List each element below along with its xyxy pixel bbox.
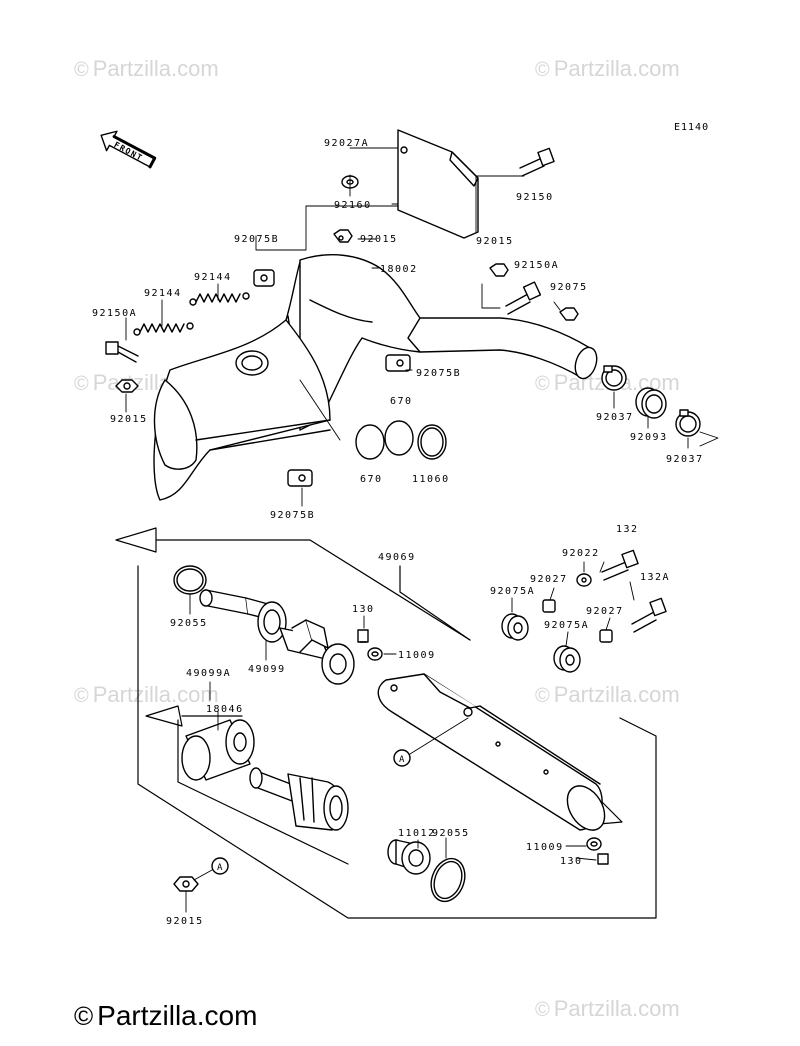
silencer-packing-18046: [181, 719, 255, 781]
clamp-92037-left: [601, 365, 627, 391]
front-arrow-icon: FRONT: [100, 130, 157, 169]
part-label: 92075B: [234, 234, 279, 245]
expansion-chamber: [153, 319, 331, 501]
exhaust-header-pipe: [285, 254, 598, 431]
watermark: ©Partzilla.com: [74, 682, 219, 707]
footer-copyright: ©Partzilla.com: [74, 1000, 258, 1031]
washer-11009-top: [367, 647, 383, 661]
part-label: 92037: [596, 412, 634, 423]
gasket-670-b: [384, 420, 414, 456]
end-cap-11012: [387, 839, 431, 875]
bolt-132a: [631, 597, 667, 633]
nut-92015-left: [115, 379, 139, 393]
bolt-92150a-left: [105, 341, 139, 363]
part-label-49099a: 49099A: [186, 668, 231, 679]
part-label: 92160: [334, 200, 372, 211]
part-label: 132A: [640, 572, 670, 583]
part-label: 670: [360, 474, 383, 485]
joint-92093: [635, 387, 667, 419]
nut-92015-bottom: [173, 876, 199, 892]
collar-92027-b: [599, 629, 613, 643]
inner-pipe-49099a: [249, 767, 349, 831]
part-label: 130: [560, 856, 583, 867]
leader-lines-upper: [125, 147, 719, 507]
part-label: 92075: [550, 282, 588, 293]
svg-text:A: A: [399, 755, 406, 765]
part-label: 11012: [398, 828, 436, 839]
part-label: 92015: [166, 916, 204, 927]
part-label: 670: [390, 396, 413, 407]
nut-92015-right: [489, 263, 509, 277]
nut-92015-top: [333, 229, 353, 243]
part-label: 92037: [666, 454, 704, 465]
part-label: 92075A: [490, 586, 535, 597]
nut-92075: [559, 307, 579, 321]
gasket-11060: [417, 424, 447, 460]
part-label: 130: [352, 604, 375, 615]
collar-92027-a: [542, 599, 556, 613]
o-ring-92055-top: [173, 565, 207, 595]
bolt-92150a-right: [505, 281, 542, 315]
part-label: 92150A: [92, 308, 137, 319]
part-label: 92075B: [416, 368, 461, 379]
bolt-130-top: [357, 629, 369, 643]
o-ring-92055-bottom: [430, 857, 466, 903]
part-label: 92015: [360, 234, 398, 245]
part-label: 92144: [144, 288, 182, 299]
part-label: 92150: [516, 192, 554, 203]
part-label: 92150A: [514, 260, 559, 271]
part-label: 92015: [110, 414, 148, 425]
ref-marker-a-muffler: A: [393, 717, 469, 767]
heat-shield-plate: [397, 129, 479, 239]
part-label: 92027: [586, 606, 624, 617]
part-label: 49099: [248, 664, 286, 675]
part-label: 92055: [170, 618, 208, 629]
washer-11009-bottom: [586, 837, 602, 851]
spring-92144-lower: [133, 322, 194, 336]
rubber-mount-92075a-a: [501, 613, 529, 641]
rubber-mount-92075b-upper: [253, 269, 275, 287]
part-label: 92015: [476, 236, 514, 247]
bolt-130-bottom: [597, 853, 609, 865]
bolt-132: [601, 549, 639, 581]
leader-lines-lower: [185, 561, 635, 913]
part-label: 92144: [194, 272, 232, 283]
spring-92144-upper: [189, 292, 250, 306]
watermark: ©Partzilla.com: [74, 56, 219, 81]
washer-92022: [576, 573, 592, 587]
rubber-mount-92075b-mid: [385, 354, 411, 372]
rubber-mount-92075a-b: [553, 645, 581, 673]
part-label: 11009: [526, 842, 564, 853]
watermark: ©Partzilla.com: [535, 56, 680, 81]
part-labels: 92027A 92160 92150 92075B 92015 18002 92…: [92, 138, 704, 927]
part-label: 92055: [432, 828, 470, 839]
ref-marker-a-nut: A: [193, 857, 229, 881]
inner-pipe-49099: [199, 589, 355, 685]
part-label: 132: [616, 524, 639, 535]
svg-text:A: A: [217, 863, 224, 873]
muffler-body: [377, 673, 606, 831]
part-label: 92027A: [324, 138, 369, 149]
watermark: ©Partzilla.com: [535, 682, 680, 707]
part-label: 18002: [380, 264, 418, 275]
rubber-mount-92075b-lower: [287, 469, 313, 487]
part-label: 92093: [630, 432, 668, 443]
part-label: 49069: [378, 552, 416, 563]
gasket-670-a: [355, 424, 385, 460]
part-label: 18046: [206, 704, 244, 715]
part-label: 92022: [562, 548, 600, 559]
part-label: 92075A: [544, 620, 589, 631]
bolt-92150: [519, 147, 555, 177]
part-label: 11009: [398, 650, 436, 661]
part-label: 11060: [412, 474, 450, 485]
part-label: 92075B: [270, 510, 315, 521]
part-label: 92027: [530, 574, 568, 585]
assembly-frame-lines: [115, 527, 657, 919]
watermark: ©Partzilla.com: [535, 996, 680, 1021]
diagram-code: E1140: [674, 122, 710, 133]
clamp-92037-right: [675, 409, 701, 437]
